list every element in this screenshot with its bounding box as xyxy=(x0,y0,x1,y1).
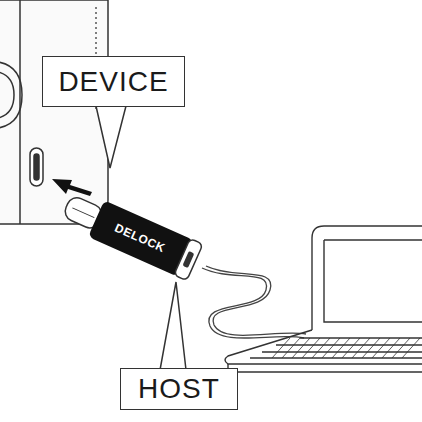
grille-dot xyxy=(95,37,97,39)
device-housing xyxy=(0,0,108,224)
key-divider xyxy=(392,338,410,358)
laptop xyxy=(225,226,422,372)
grille-dot xyxy=(95,42,97,44)
callout-box: DEVICE xyxy=(42,56,185,107)
insert-arrow xyxy=(52,179,92,196)
key-divider xyxy=(282,338,300,358)
grille-dot xyxy=(95,47,97,49)
usb-cable xyxy=(206,266,306,335)
usb-adapter xyxy=(59,187,203,280)
grille-dot xyxy=(95,27,97,29)
key-divider xyxy=(272,338,290,358)
key-divider xyxy=(342,338,360,358)
callout-text: DEVICE xyxy=(58,66,168,98)
key-divider xyxy=(302,338,320,358)
key-divider xyxy=(362,338,380,358)
grille-dot xyxy=(95,52,97,54)
key-divider xyxy=(402,338,420,358)
key-divider xyxy=(332,338,350,358)
callout-pointer xyxy=(96,106,126,168)
grille-dot xyxy=(95,32,97,34)
key-divider xyxy=(312,338,330,358)
key-divider xyxy=(322,338,340,358)
callout-box: HOST xyxy=(120,368,238,410)
key-divider xyxy=(292,338,310,358)
usb-cable xyxy=(202,268,304,338)
callout-pointer xyxy=(160,282,186,370)
grille-dot xyxy=(95,17,97,19)
key-divider xyxy=(372,338,390,358)
grille-dot xyxy=(95,12,97,14)
key-divider xyxy=(382,338,400,358)
grille-dot xyxy=(95,7,97,9)
callout-text: HOST xyxy=(138,373,220,405)
key-divider xyxy=(352,338,370,358)
grille-dot xyxy=(95,22,97,24)
laptop-keys xyxy=(272,338,420,358)
